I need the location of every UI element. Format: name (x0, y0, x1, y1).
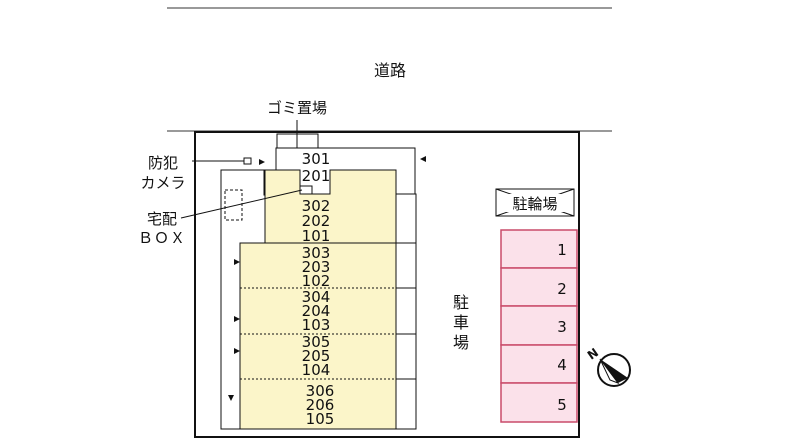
parking-space-number: 5 (557, 396, 567, 414)
camera-icon (243, 157, 252, 165)
entrance-arrow (228, 395, 234, 401)
unit-number: 102 (302, 272, 331, 290)
compass-needle-light (599, 358, 620, 385)
unit-number: 205 (302, 347, 331, 365)
delivery-box-label-2: ＢＯＸ (138, 229, 186, 247)
unit-number: 305 (302, 333, 331, 351)
parking-space-number: 1 (557, 241, 567, 259)
north-compass: N (585, 345, 631, 387)
unit-number: 303 (302, 244, 331, 262)
parking-space (500, 344, 578, 384)
entrance-arrow (234, 316, 240, 322)
parking-label-3: 場 (453, 333, 469, 352)
road-label: 道路 (374, 61, 406, 80)
unit-number: 104 (302, 361, 331, 379)
bicycle-parking-label: 駐輪場 (512, 195, 557, 213)
garbage-label: ゴミ置場 (267, 99, 327, 117)
unit-block-lower-fill (239, 242, 397, 430)
unit-number: 204 (302, 302, 331, 320)
bicycle-parking: 駐輪場 (495, 188, 575, 217)
parking-space-number: 4 (557, 356, 567, 374)
unit-number: 103 (302, 316, 331, 334)
parking-space-number: 2 (557, 280, 567, 298)
camera-label-2: カメラ (140, 174, 185, 192)
unit-block-2-fill (264, 169, 397, 244)
entrance-arrow (420, 156, 426, 162)
unit-number: 203 (302, 258, 331, 276)
apartment-building (220, 147, 417, 430)
unit-number: 302 (302, 197, 331, 215)
parking-space (500, 382, 578, 423)
parking-label-2: 車 (453, 313, 469, 332)
entrance-arrows (228, 156, 426, 401)
unit-number: 201 (302, 167, 331, 185)
parking-spaces: 1 2 3 4 5 (500, 229, 578, 423)
dashed-storage (224, 189, 243, 221)
unit-number: 101 (302, 227, 331, 245)
unit-number: 202 (302, 212, 331, 230)
unit-number: 306 (306, 382, 335, 400)
delivery-box-leader (180, 189, 303, 219)
entrance-arrow (234, 348, 240, 354)
unit-number: 105 (306, 410, 335, 428)
entrance-arrow (259, 159, 265, 165)
parking-space (500, 229, 578, 269)
entrance-arrow (234, 259, 240, 265)
compass-letter: N (585, 345, 601, 362)
unit-number: 206 (306, 396, 335, 414)
unit-number: 304 (302, 288, 331, 306)
parking-label-1: 駐 (453, 293, 469, 312)
compass-needle-icon (600, 359, 628, 383)
parking-space (500, 305, 578, 346)
bicycle-parking-label-bg (506, 194, 564, 212)
camera-label-1: 防犯 (148, 154, 178, 172)
unit-number: 301 (302, 150, 331, 168)
delivery-box-label-1: 宅配 (147, 210, 177, 228)
unit-labels: 301 201 302 202 101 303 203 102 304 204 … (302, 150, 335, 428)
parking-space-number: 3 (557, 318, 567, 336)
